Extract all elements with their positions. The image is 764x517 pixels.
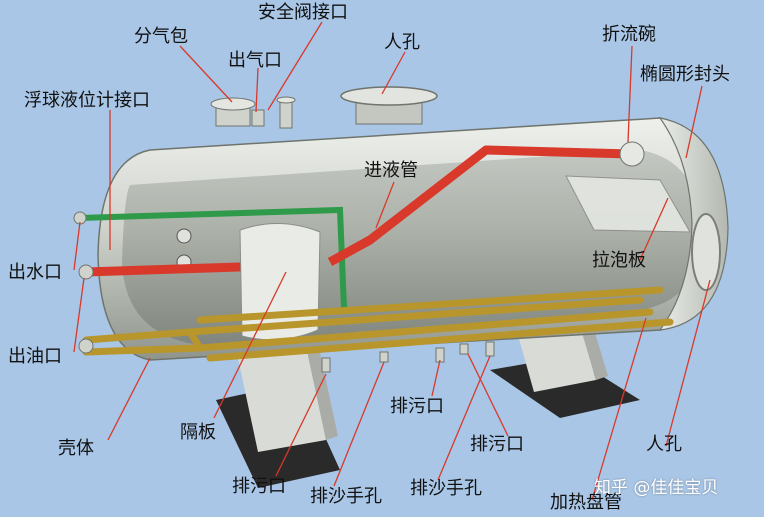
label-ellipsoidal-head: 椭圆形封头 (640, 64, 730, 85)
label-heating-coil: 加热盘管 (550, 492, 622, 513)
label-safety-valve-port: 安全阀接口 (258, 2, 348, 23)
separator-drum (210, 97, 256, 127)
label-oil-outlet: 出油口 (8, 346, 62, 367)
label-drain-bottom: 排污口 (232, 476, 286, 497)
label-manhole-top: 人孔 (384, 32, 420, 53)
green-pipe (73, 206, 347, 309)
label-baffle-plate: 拉泡板 (592, 250, 646, 271)
top-manhole (340, 86, 438, 125)
label-separator-drum: 分气包 (134, 26, 188, 47)
safety-valve-nozzle (276, 96, 296, 129)
label-drain-middle: 排污口 (470, 434, 524, 455)
label-shell: 壳体 (58, 438, 94, 459)
label-gas-outlet: 出气口 (228, 50, 282, 71)
label-deflector-bowl: 折流碗 (602, 24, 656, 45)
label-water-outlet: 出水口 (8, 262, 62, 283)
float-ball-upper (176, 228, 192, 244)
heating-coil (82, 286, 674, 362)
watermark: 知乎 @佳佳宝贝 (594, 478, 719, 498)
label-inlet-pipe: 进液管 (364, 160, 418, 181)
leader-lines (73, 21, 711, 501)
label-partition: 隔板 (180, 422, 216, 443)
label-manhole-end: 人孔 (646, 434, 682, 455)
deflector-bowl (619, 141, 645, 167)
gas-outlet-pipe (251, 109, 265, 127)
label-drain-right: 排污口 (390, 396, 444, 417)
label-sand-hole-left: 排沙手孔 (310, 486, 382, 507)
label-float-level-port: 浮球液位计接口 (24, 90, 150, 111)
label-sand-hole-right: 排沙手孔 (410, 478, 482, 499)
